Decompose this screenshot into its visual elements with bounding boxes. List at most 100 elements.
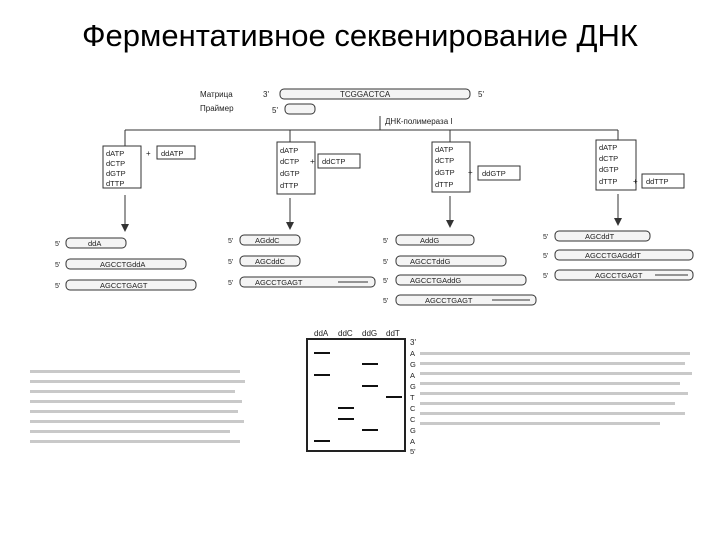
mix-c-prod1-end: 5' [228,238,233,245]
mix-a-dntp-2: dCTP [106,159,125,168]
gel-lane-label-g: ddG [362,329,377,338]
mix-a-arrowhead [121,224,129,232]
mix-c-prod2-end: 5' [228,259,233,266]
mix-c-arrowhead [286,222,294,230]
background-text-noise [30,352,692,443]
mix-t-product-1: AGCddT [585,232,615,241]
mix-a-product-2-bar [65,258,187,270]
mix-g-dntp-2: dCTP [435,156,454,165]
mix-c-dntp-box [276,141,316,195]
mix-g-dntp-box [431,141,471,193]
mix-a-product-1: ddA [88,239,101,248]
mix-c: dATP dCTP dGTP dTTP + ddCTP 5' AGddC 5' … [228,141,376,288]
mix-g-arrowhead [446,220,454,228]
mix-c-product-1-bar [239,234,301,246]
gel-lane-label-a: ddA [314,329,329,338]
gel-band [314,352,330,354]
mix-t-arrowhead [614,218,622,226]
mix-t-dntp-3: dGTP [599,165,619,174]
mix-g-prod2-end: 5' [383,259,388,266]
mix-g-product-1-bar [395,234,475,246]
mix-a-ddntp-box [156,145,196,160]
mix-t-dntp-1: dATP [599,143,617,152]
mix-t-product-3: AGCCTGAGT [595,271,643,280]
mix-t-prod1-end: 5' [543,234,548,241]
mix-t: dATP dCTP dGTP dTTP + ddTTP 5' AGCddT 5'… [543,139,694,281]
mix-c-product-2: AGCddC [255,257,286,266]
mix-c-dntp-2: dCTP [280,157,299,166]
mix-g-product-3-bar [395,274,527,286]
template-end-3: 3' [263,90,269,99]
mix-t-product-3-bar [554,269,694,281]
gel-lane-label-t: ddT [386,329,400,338]
gel-base-7: C [410,415,416,424]
mix-a-product-3: AGCCTGAGT [100,281,148,290]
mix-t-product-1-bar [554,230,651,242]
mix-g-ddntp-box [477,165,521,181]
mix-t-dntp-2: dCTP [599,154,618,163]
gel-bands [314,352,402,442]
mix-c-dntp-3: dGTP [280,169,300,178]
gel-base-6: C [410,404,416,413]
gel-base-9: A [410,437,415,446]
gel-read-end-top: 3' [410,338,416,347]
mix-c-plus: + [310,157,315,166]
gel-base-4: G [410,382,416,391]
mix-g-product-4: AGCCTGAGT [425,296,473,305]
template-end-5: 5' [478,90,484,99]
mix-c-prod3-end: 5' [228,280,233,287]
mix-t-dntp-box [595,139,637,191]
mix-a-dntp-box [102,145,142,189]
mix-g-product-1: AddG [420,236,439,245]
mix-g-product-4-bar [395,294,537,306]
gel-base-8: G [410,426,416,435]
mix-c-product-3: AGCCTGAGT [255,278,303,287]
mix-g-dntp-4: dTTP [435,180,453,189]
gel-base-3: A [410,371,415,380]
mix-a-prod1-end: 5' [55,241,60,248]
mix-a-plus: + [146,149,151,158]
mix-c-product-1: AGddC [255,236,280,245]
mix-g-prod4-end: 5' [383,298,388,305]
gel-band [362,429,378,431]
mix-t-product-2: AGCCTGAGddT [585,251,641,260]
mix-g-plus: + [468,168,473,177]
mix-a-product-3-bar [65,279,197,291]
gel-band [314,374,330,376]
gel-lane-label-c: ddC [338,329,353,338]
slide-title: Ферментативное секвенирование ДНК [81,18,638,53]
mix-c-ddntp: ddCTP [322,157,345,166]
mix-t-ddntp: ddTTP [646,177,669,186]
gel-read-end-bottom: 5' [410,447,416,456]
mix-g-dntp-3: dGTP [435,168,455,177]
mix-t-dntp-4: dTTP [599,177,617,186]
template-label: Матрица [200,90,233,99]
primer-label: Праймер [200,104,234,113]
gel-base-1: A [410,349,415,358]
mix-c-product-2-bar [239,255,301,267]
mix-a-prod2-end: 5' [55,262,60,269]
mix-c-dntp-1: dATP [280,146,298,155]
gel-band [362,363,378,365]
mix-a-dntp-1: dATP [106,149,124,158]
template-strand [279,88,471,100]
mix-t-prod3-end: 5' [543,273,548,280]
mix-t-prod2-end: 5' [543,253,548,260]
primer-strand [284,103,316,115]
mix-a-product-2: AGCCTGddA [100,260,145,269]
template-sequence: TCGGACTCA [340,90,391,99]
mix-t-ddntp-box [641,173,685,189]
mix-g-prod1-end: 5' [383,238,388,245]
primer-end-5: 5' [272,106,278,115]
gel-band [362,385,378,387]
mix-g-product-2: AGCCTddG [410,257,451,266]
mix-g-ddntp: ddGTP [482,169,506,178]
mix-t-plus: + [633,177,638,186]
mix-a: dATP dCTP dGTP dTTP + ddATP 5' ddA 5' AG… [55,145,197,291]
gel-band [338,418,354,420]
template-primer-block: Матрица Праймер 3' TCGGACTCA 5' 5' ДНК-п… [124,88,619,146]
gel-band [314,440,330,442]
mix-a-product-1-bar [65,237,127,249]
gel-base-5: T [410,393,415,402]
mix-g-product-3: AGCCTGAddG [410,276,461,285]
